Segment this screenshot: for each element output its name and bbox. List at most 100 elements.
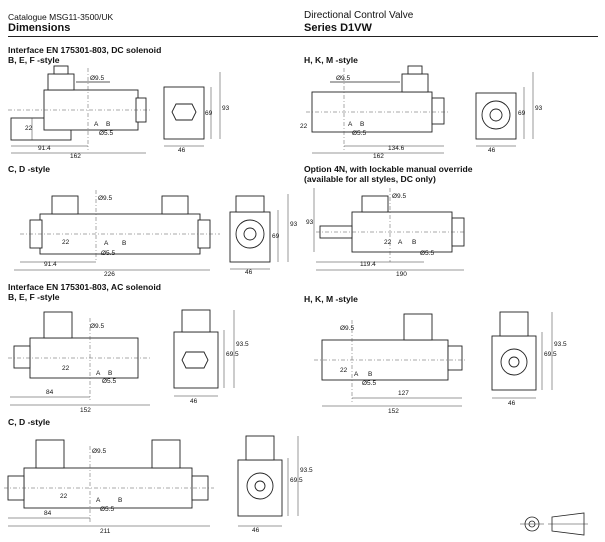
- dim-69-5-hkm: 69.5: [544, 351, 557, 358]
- ac-heading-text: Interface EN 175301-803, AC solenoid: [8, 282, 162, 292]
- dim-d55: Ø5.5: [99, 130, 113, 137]
- dim-46-cd: 46: [245, 269, 253, 276]
- dc-heading-text: Interface EN 175301-803, DC solenoid: [8, 45, 162, 55]
- port-b-label: B: [106, 121, 110, 128]
- dim-22-4n: 22: [384, 239, 392, 246]
- port-a-label-4n: A: [398, 239, 403, 246]
- port-b-label-cd: B: [122, 240, 126, 247]
- header-rule: [8, 36, 598, 37]
- option-4n-line2: (available for all styles, DC only): [304, 174, 436, 184]
- dim-162: 162: [70, 153, 81, 160]
- bef-dc-heading: B, E, F -style: [8, 55, 60, 65]
- port-b-label-hkm: B: [360, 121, 364, 128]
- drawing-dc-hkm-side: [306, 65, 450, 154]
- dim-d95: Ø9.5: [90, 75, 104, 82]
- port-a-label-hkm: A: [348, 121, 353, 128]
- dim-46-ac: 46: [190, 398, 198, 405]
- dim-22-ac-cd: 22: [60, 493, 68, 500]
- dim-162-hkm: 162: [373, 153, 384, 160]
- dim-d95-cd: Ø9.5: [98, 195, 112, 202]
- drawing-ac-cd-end: [237, 435, 299, 527]
- dim-93-5: 93.5: [236, 341, 249, 348]
- port-b-label-ac-hkm: B: [368, 371, 372, 378]
- series-title: Series D1VW: [304, 22, 372, 34]
- left-page-title: Dimensions: [8, 22, 71, 34]
- dim-93: 93: [222, 105, 230, 112]
- hkm-dc-heading: H, K, M -style: [304, 55, 358, 65]
- dim-d95-4n: Ø9.5: [392, 193, 406, 200]
- drawing-dc-bef-side: [8, 65, 150, 154]
- dim-d55-cd: Ø5.5: [101, 250, 115, 257]
- dim-69-hkm: 69: [518, 110, 526, 117]
- port-b-label-4n: B: [412, 239, 416, 246]
- dim-46: 46: [178, 147, 186, 154]
- dim-d55-ac-cd: Ø5.5: [100, 506, 114, 513]
- dim-d95-ac: Ø9.5: [90, 323, 104, 330]
- dim-d55-ac: Ø5.5: [102, 378, 116, 385]
- dim-152-hkm: 152: [388, 408, 399, 415]
- dim-226: 226: [104, 271, 115, 278]
- port-a-label-ac-hkm: A: [354, 371, 359, 378]
- projection-symbol-icon: [520, 512, 588, 536]
- drawing-ac-cd-side: [4, 439, 214, 527]
- dc-interface-heading: Interface EN 175301-803, DC solenoid B, …: [8, 45, 161, 65]
- port-b-label-ac: B: [108, 370, 112, 377]
- dim-d55-hkm: Ø5.5: [352, 130, 366, 137]
- drawing-ac-bef-side: [8, 311, 150, 406]
- drawing-dc-cd-side: [14, 190, 220, 271]
- option-4n-line1: Option 4N, with lockable manual override: [304, 164, 473, 174]
- dim-84: 84: [46, 389, 54, 396]
- dim-84-cd: 84: [44, 510, 52, 517]
- dim-211: 211: [100, 528, 111, 535]
- dim-69-5-cd: 69.5: [290, 477, 303, 484]
- dim-d95-ac-hkm: Ø9.5: [340, 325, 354, 332]
- drawing-dc-hkm-end: [475, 72, 534, 147]
- dim-46-ac-hkm: 46: [508, 400, 516, 407]
- dim-93-5-cd: 93.5: [300, 467, 313, 474]
- dim-93-4n: 93: [306, 219, 314, 226]
- option-4n-heading: Option 4N, with lockable manual override…: [304, 164, 473, 184]
- dim-d95-hkm: Ø9.5: [336, 75, 350, 82]
- dim-152: 152: [80, 407, 91, 414]
- dim-69-cd: 69: [272, 233, 280, 240]
- dim-134-6: 134.6: [388, 145, 405, 152]
- drawing-ac-bef-end: [173, 309, 235, 397]
- product-subtitle: Directional Control Valve: [304, 10, 414, 21]
- dim-93-cd: 93: [290, 221, 298, 228]
- ac-interface-heading: Interface EN 175301-803, AC solenoid B, …: [8, 282, 161, 302]
- port-a-label-ac: A: [96, 370, 101, 377]
- dim-22-ac-hkm: 22: [340, 367, 348, 374]
- dim-d95-ac-cd: Ø9.5: [92, 448, 106, 455]
- dim-69: 69: [205, 110, 213, 117]
- dim-91-4-cd: 91.4: [44, 261, 57, 268]
- dim-91-4: 91.4: [38, 145, 51, 152]
- dim-46-ac-cd: 46: [252, 527, 260, 534]
- dim-22-hkm: 22: [300, 123, 308, 130]
- drawing-option-4n-side: [313, 188, 466, 271]
- drawing-dc-bef-end: [163, 72, 221, 147]
- dim-93-5-hkm: 93.5: [554, 341, 567, 348]
- port-a-label: A: [94, 121, 99, 128]
- drawing-ac-hkm-end: [491, 311, 553, 399]
- dim-190: 190: [396, 271, 407, 278]
- dim-22-ac: 22: [62, 365, 70, 372]
- dim-d55-ac-hkm: Ø5.5: [362, 380, 376, 387]
- port-b-label-ac-cd: B: [118, 497, 122, 504]
- dim-22: 22: [25, 125, 33, 132]
- cd-dc-heading: C, D -style: [8, 164, 51, 174]
- dim-69-5: 69.5: [226, 351, 239, 358]
- dim-22-cd: 22: [62, 239, 70, 246]
- bef-ac-heading: B, E, F -style: [8, 292, 60, 302]
- dim-93-hkm: 93: [535, 105, 543, 112]
- dim-127: 127: [398, 390, 409, 397]
- dim-d55-4n: Ø5.5: [420, 250, 434, 257]
- drawing-ac-hkm-side: [314, 313, 466, 407]
- port-a-label-ac-cd: A: [96, 497, 101, 504]
- dim-119-4: 119.4: [360, 261, 376, 268]
- hkm-ac-heading: H, K, M -style: [304, 294, 358, 304]
- drawing-dc-cd-end: [229, 194, 289, 270]
- cd-ac-heading: C, D -style: [8, 417, 51, 427]
- port-a-label-cd: A: [104, 240, 109, 247]
- dim-46-hkm: 46: [488, 147, 496, 154]
